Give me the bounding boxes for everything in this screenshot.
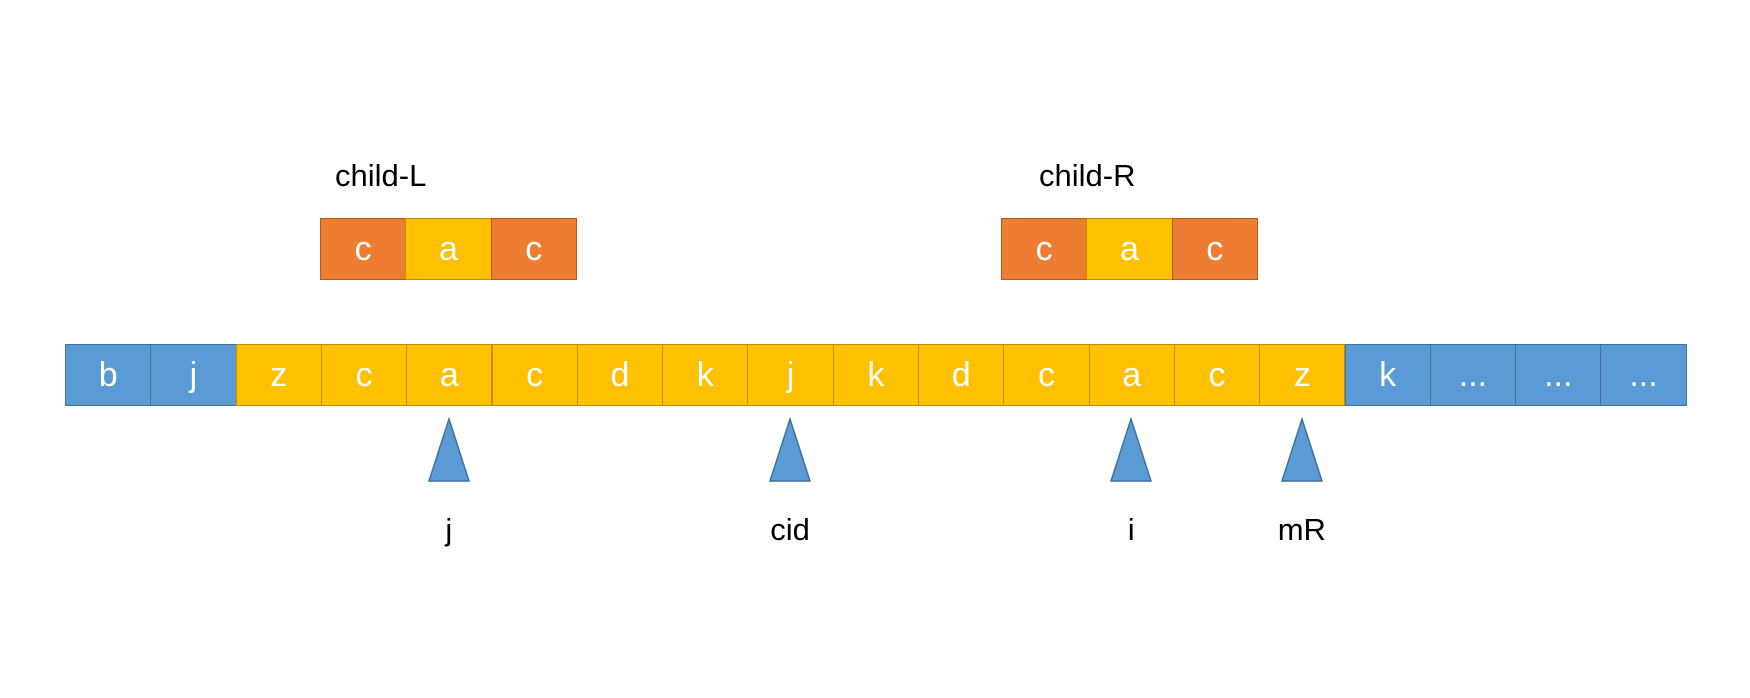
- pointer-arrow-icon: [769, 417, 812, 482]
- pointer-arrow-icon: [1110, 417, 1153, 482]
- main-array-cell: j: [150, 344, 237, 406]
- main-array-cell: a: [1088, 344, 1175, 406]
- pointer-triangle: [427, 417, 470, 482]
- child-right-cell: c: [1001, 218, 1088, 280]
- child-left-cell: c: [320, 218, 407, 280]
- main-array-cell: a: [406, 344, 493, 406]
- child-left-label: child-L: [335, 158, 427, 193]
- pointer-label: mR: [1277, 512, 1326, 547]
- main-array-cell: c: [1003, 344, 1090, 406]
- main-array-cell: c: [491, 344, 578, 406]
- main-array-cell: ...: [1515, 344, 1602, 406]
- child-right-cell: c: [1171, 218, 1258, 280]
- main-array-cell: b: [65, 344, 152, 406]
- main-array-cell: ...: [1429, 344, 1517, 406]
- pointer-triangle: [1280, 417, 1323, 482]
- main-array-cell: c: [1173, 344, 1261, 406]
- main-array-cell: d: [576, 344, 664, 406]
- main-array-cell: k: [662, 344, 749, 406]
- pointer-arrow-icon: [1280, 417, 1323, 482]
- main-array-cell: k: [1344, 344, 1431, 406]
- pointer-arrow-icon: [427, 417, 470, 482]
- pointer-label: cid: [770, 512, 810, 547]
- main-array-cell: z: [235, 344, 322, 406]
- child-left-cell: a: [405, 218, 492, 280]
- pointer-label: j: [445, 512, 453, 547]
- main-array-cell: k: [832, 344, 919, 406]
- child-left-cell: c: [490, 218, 577, 280]
- pointer-triangle: [1110, 417, 1153, 482]
- main-array-cell: d: [918, 344, 1005, 406]
- child-right-label: child-R: [1039, 158, 1136, 193]
- pointer-triangle: [769, 417, 812, 482]
- main-array-cell: c: [320, 344, 408, 406]
- pointer-label: i: [1127, 512, 1135, 547]
- main-array-cell: ...: [1600, 344, 1687, 406]
- child-right-cell: a: [1086, 218, 1173, 280]
- main-array-cell: z: [1259, 344, 1346, 406]
- main-array-cell: j: [747, 344, 834, 406]
